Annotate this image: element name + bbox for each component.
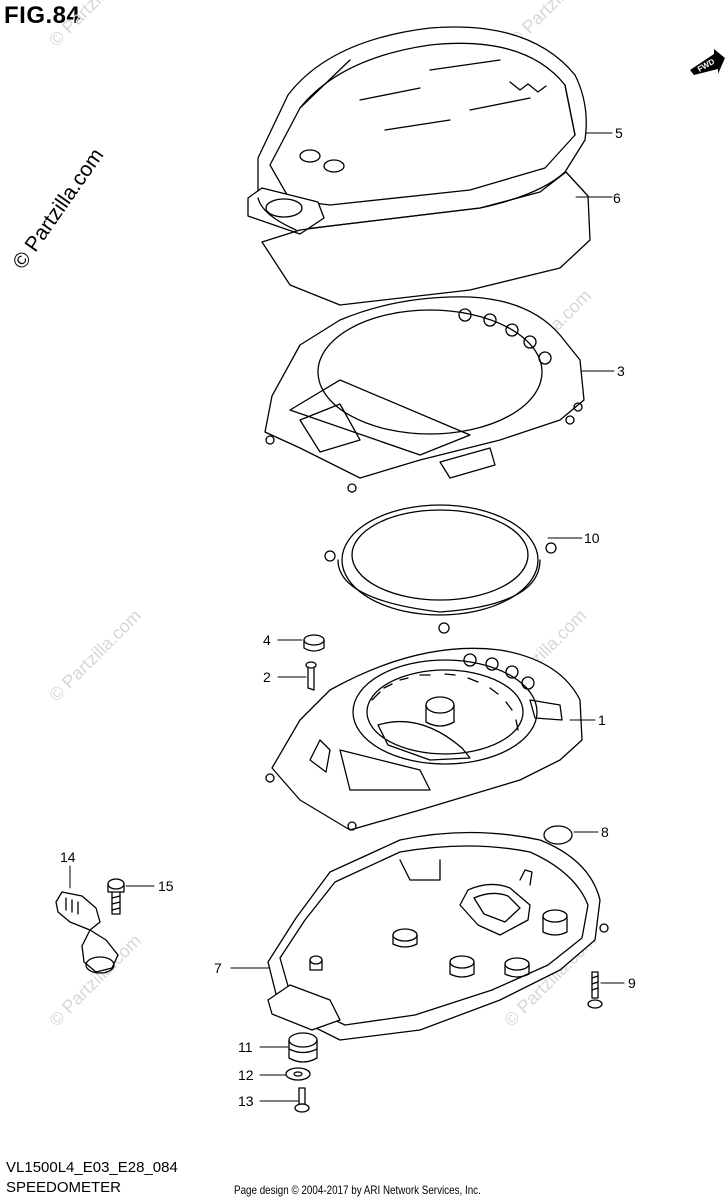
callout-14: 14 xyxy=(60,849,76,865)
callout-8: 8 xyxy=(601,824,609,840)
part-3-meter-case xyxy=(264,296,585,493)
callout-5: 5 xyxy=(615,125,623,141)
part-8-cap xyxy=(543,825,573,845)
part-10-ring xyxy=(324,504,557,634)
part-2-screw xyxy=(305,661,317,691)
page-credit: Page design © 2004-2017 by ARI Network S… xyxy=(234,1183,481,1197)
callout-2: 2 xyxy=(263,669,271,685)
model-code: VL1500L4_E03_E28_084 xyxy=(6,1159,178,1176)
callout-10: 10 xyxy=(584,530,600,546)
part-6-gasket xyxy=(261,171,591,306)
part-7-lower-case xyxy=(267,831,609,1041)
callout-15: 15 xyxy=(158,878,174,894)
part-9-screw xyxy=(587,971,603,1009)
figure-title: FIG.84 xyxy=(4,2,81,29)
callout-3: 3 xyxy=(617,363,625,379)
callout-4: 4 xyxy=(263,632,271,648)
part-5-meter-cover xyxy=(247,26,587,235)
part-13-screw xyxy=(294,1087,310,1113)
callout-7: 7 xyxy=(214,960,222,976)
part-4-grommet xyxy=(303,634,325,652)
callout-13: 13 xyxy=(238,1093,254,1109)
part-12-washer xyxy=(285,1067,311,1081)
part-11-rubber-mount xyxy=(288,1032,318,1063)
fwd-arrow-icon: FWD xyxy=(690,49,725,75)
figure-name: SPEEDOMETER xyxy=(6,1179,122,1196)
callout-9: 9 xyxy=(628,975,636,991)
callout-6: 6 xyxy=(613,190,621,206)
part-14-speed-sensor xyxy=(55,891,119,974)
callout-11: 11 xyxy=(238,1039,253,1055)
part-1-meter-assembly xyxy=(265,647,583,831)
callout-12: 12 xyxy=(238,1067,254,1083)
leader-lines xyxy=(69,132,625,1102)
callout-1: 1 xyxy=(598,712,606,728)
part-15-bolt xyxy=(107,878,125,915)
